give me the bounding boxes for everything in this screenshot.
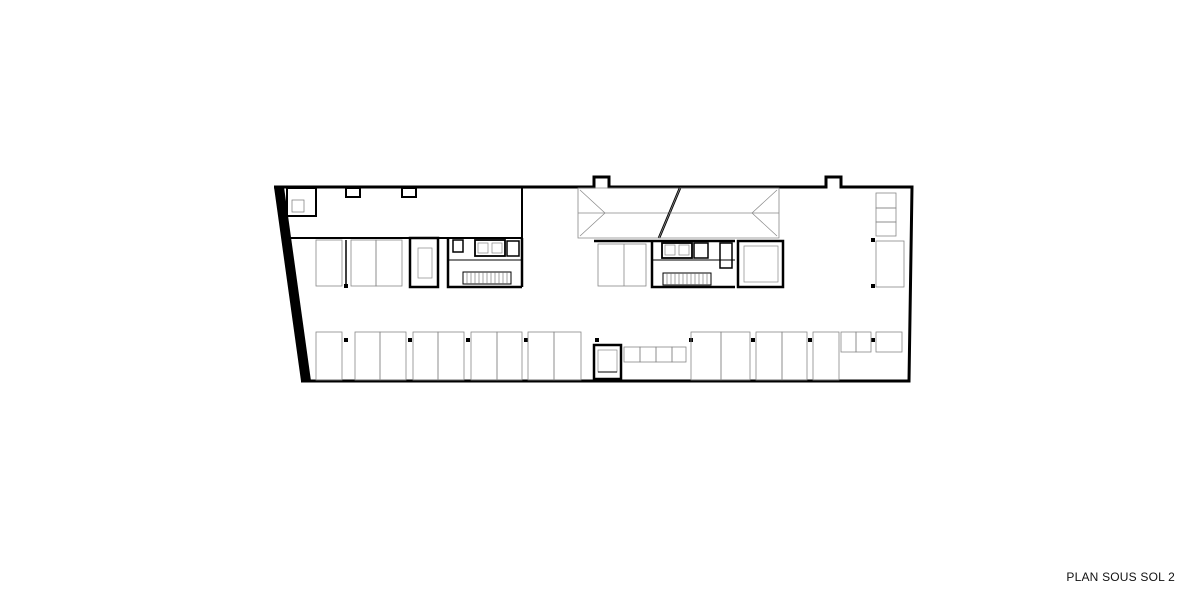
west-wall bbox=[274, 187, 311, 381]
east-storage bbox=[875, 192, 905, 288]
ramp bbox=[577, 187, 780, 239]
wall-notch bbox=[401, 187, 417, 198]
wall-notch bbox=[345, 187, 361, 198]
columns bbox=[344, 238, 875, 342]
lower-room bbox=[592, 343, 623, 381]
parking-spaces-upper-left bbox=[315, 239, 403, 287]
stairs bbox=[662, 272, 712, 286]
plan-title: PLAN SOUS SOL 2 bbox=[1066, 570, 1175, 584]
stairs bbox=[462, 271, 512, 285]
enclosed-zone-wall bbox=[287, 187, 523, 239]
parking-spaces-lower bbox=[315, 331, 903, 381]
nw-room bbox=[286, 187, 317, 217]
outer-wall bbox=[274, 175, 914, 383]
service-core-right bbox=[594, 239, 785, 289]
service-core-left bbox=[408, 236, 524, 289]
nw-room-inner bbox=[291, 199, 305, 213]
